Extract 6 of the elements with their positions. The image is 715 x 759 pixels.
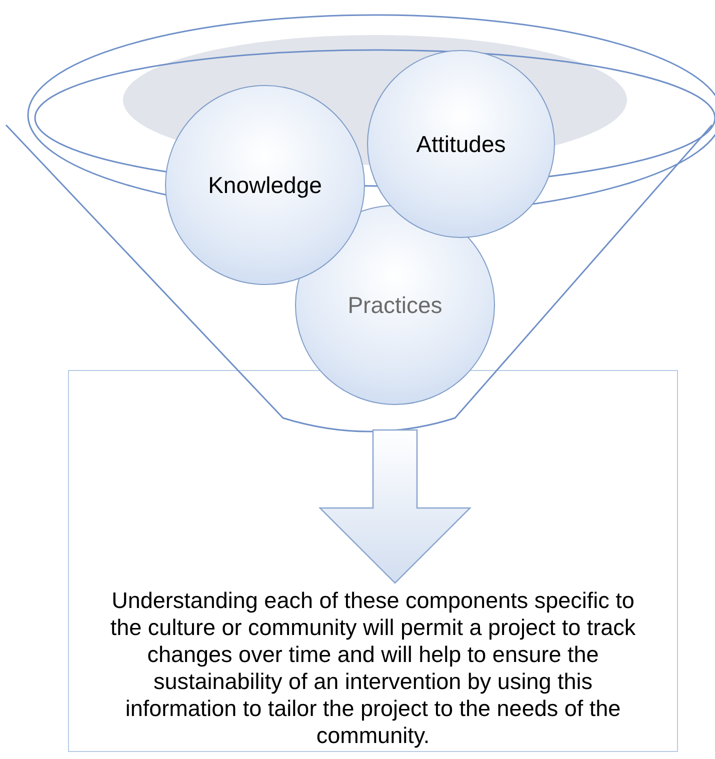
circle-label: Knowledge [208,172,322,198]
block-arrow [318,429,472,584]
description-text: Understanding each of these components specific to the culture or community will permit a project to track changes over time and will help to ensure the sustainability of an intervention by using this information to tailor the project to the needs of the community. [109,587,637,749]
circle-label: Practices [348,292,442,318]
circle-label: Attitudes [416,130,506,158]
text-box [68,370,678,752]
